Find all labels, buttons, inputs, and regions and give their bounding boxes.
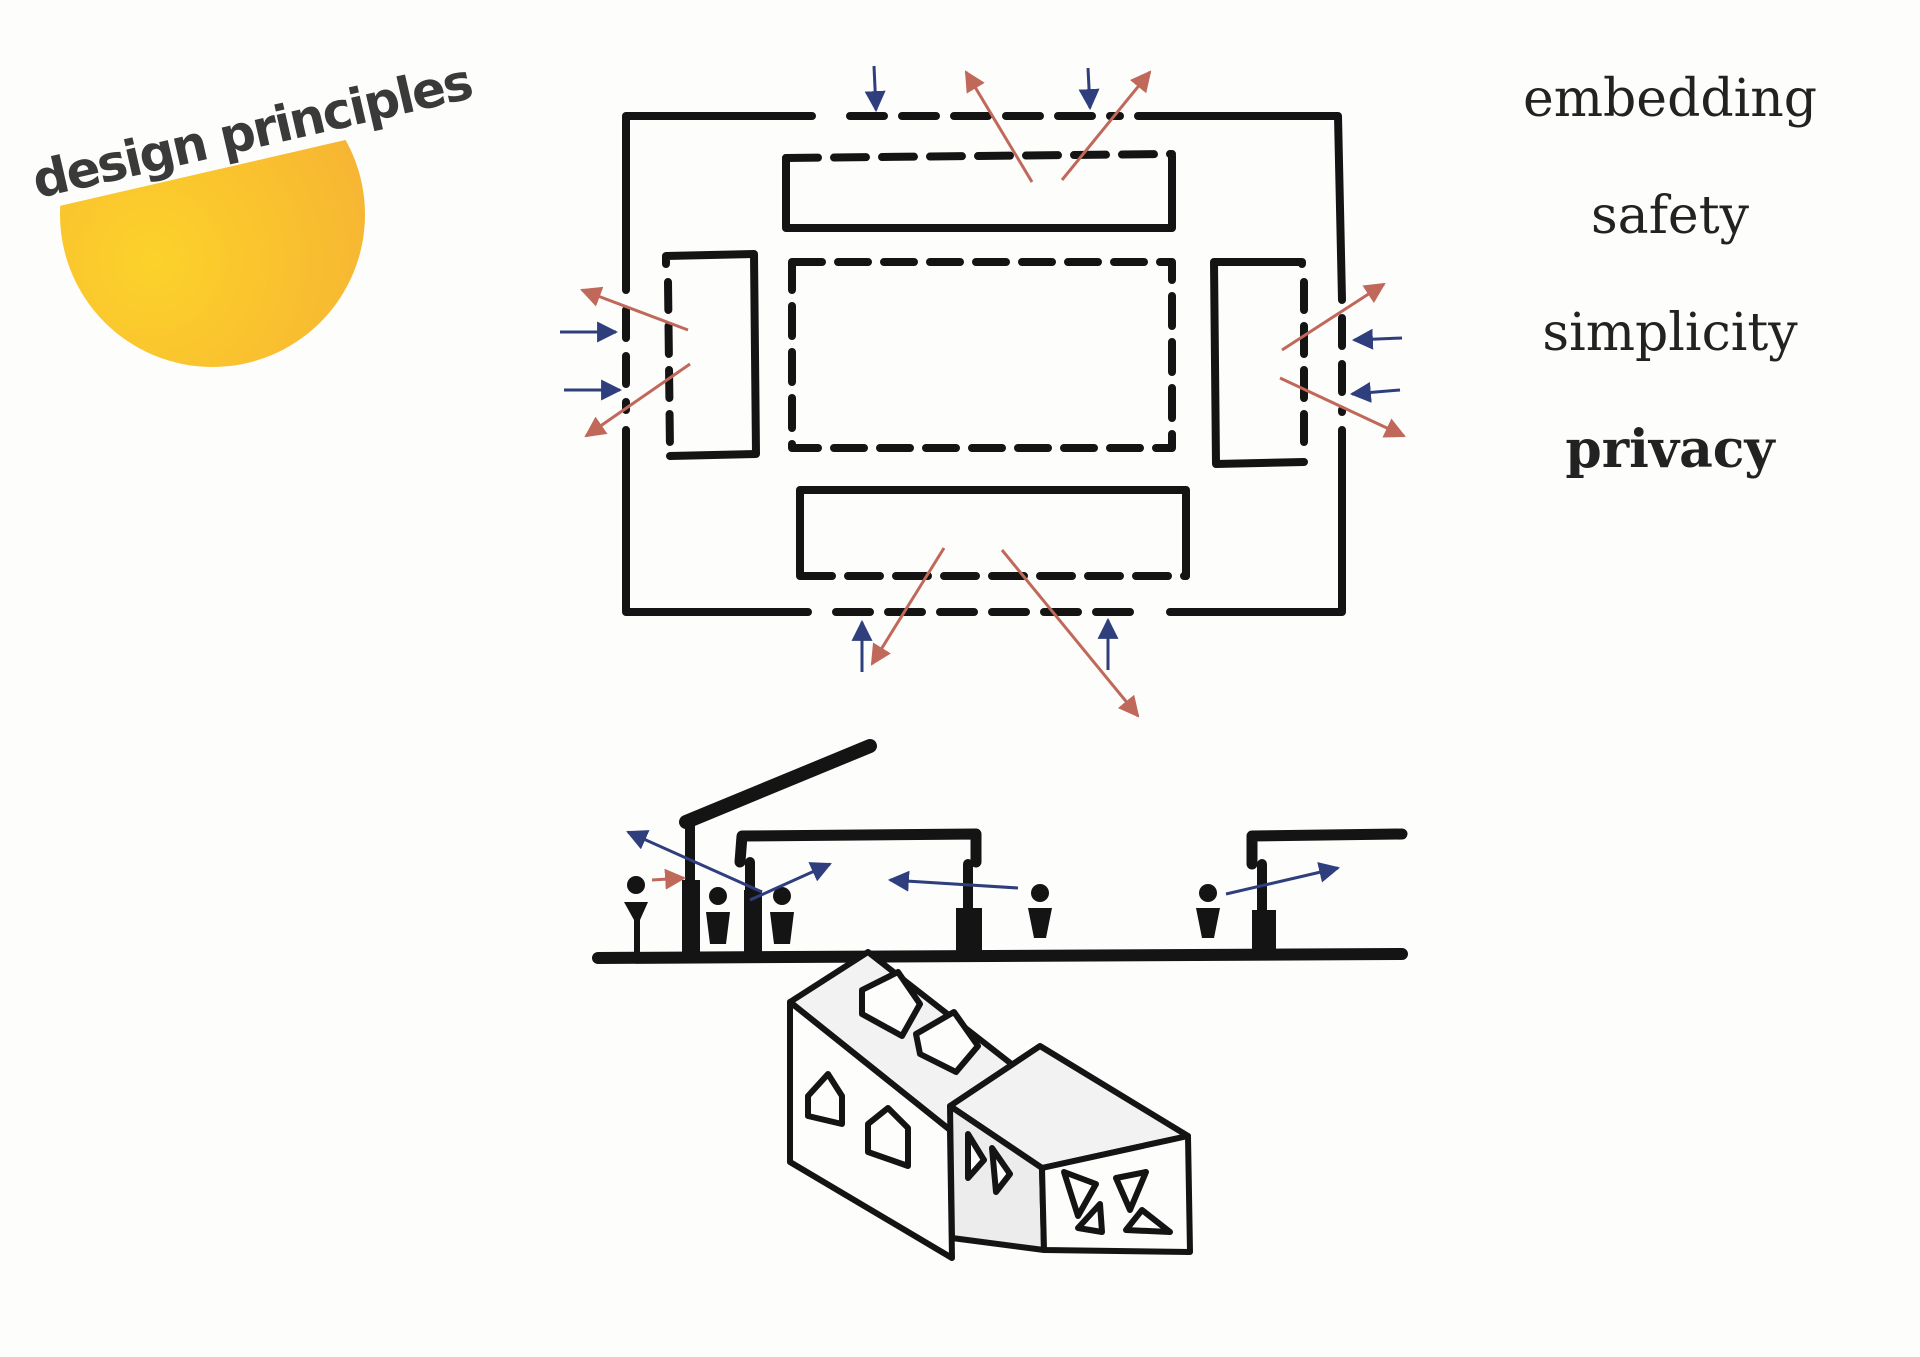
principle-privacy: privacy [1565,419,1775,480]
view-arrows-out [580,70,1406,718]
section-arrows-in [626,830,1341,902]
isometric-sketch [787,949,1193,1261]
top-block [782,152,1176,232]
person-figure [1028,884,1052,938]
outer-wall [622,112,1346,616]
right-canopy [1246,828,1408,870]
principle-safety: safety [1591,186,1749,246]
courtyard-dashed [788,258,1176,452]
right-block [1210,258,1308,468]
left-block-dashed [664,278,674,454]
ground-line [592,948,1408,964]
flat-canopy [734,828,982,868]
person-figure [1196,884,1220,938]
top-block-dashed [782,150,1176,162]
principles-list: embedding safety simplicity privacy [1480,58,1860,526]
access-arrows-in [560,65,1403,672]
left-block [662,250,760,460]
tilted-roof [679,739,877,829]
person-figure [624,876,648,954]
principle-simplicity: simplicity [1542,303,1798,363]
section-people [624,876,1220,954]
person-figure [770,887,794,944]
principle-embedding: embedding [1522,69,1818,129]
plan-diagram [622,112,1346,616]
section-pillars [682,880,1276,952]
person-figure [706,887,730,944]
section-arrows-out [651,868,687,890]
bottom-block [796,486,1190,580]
